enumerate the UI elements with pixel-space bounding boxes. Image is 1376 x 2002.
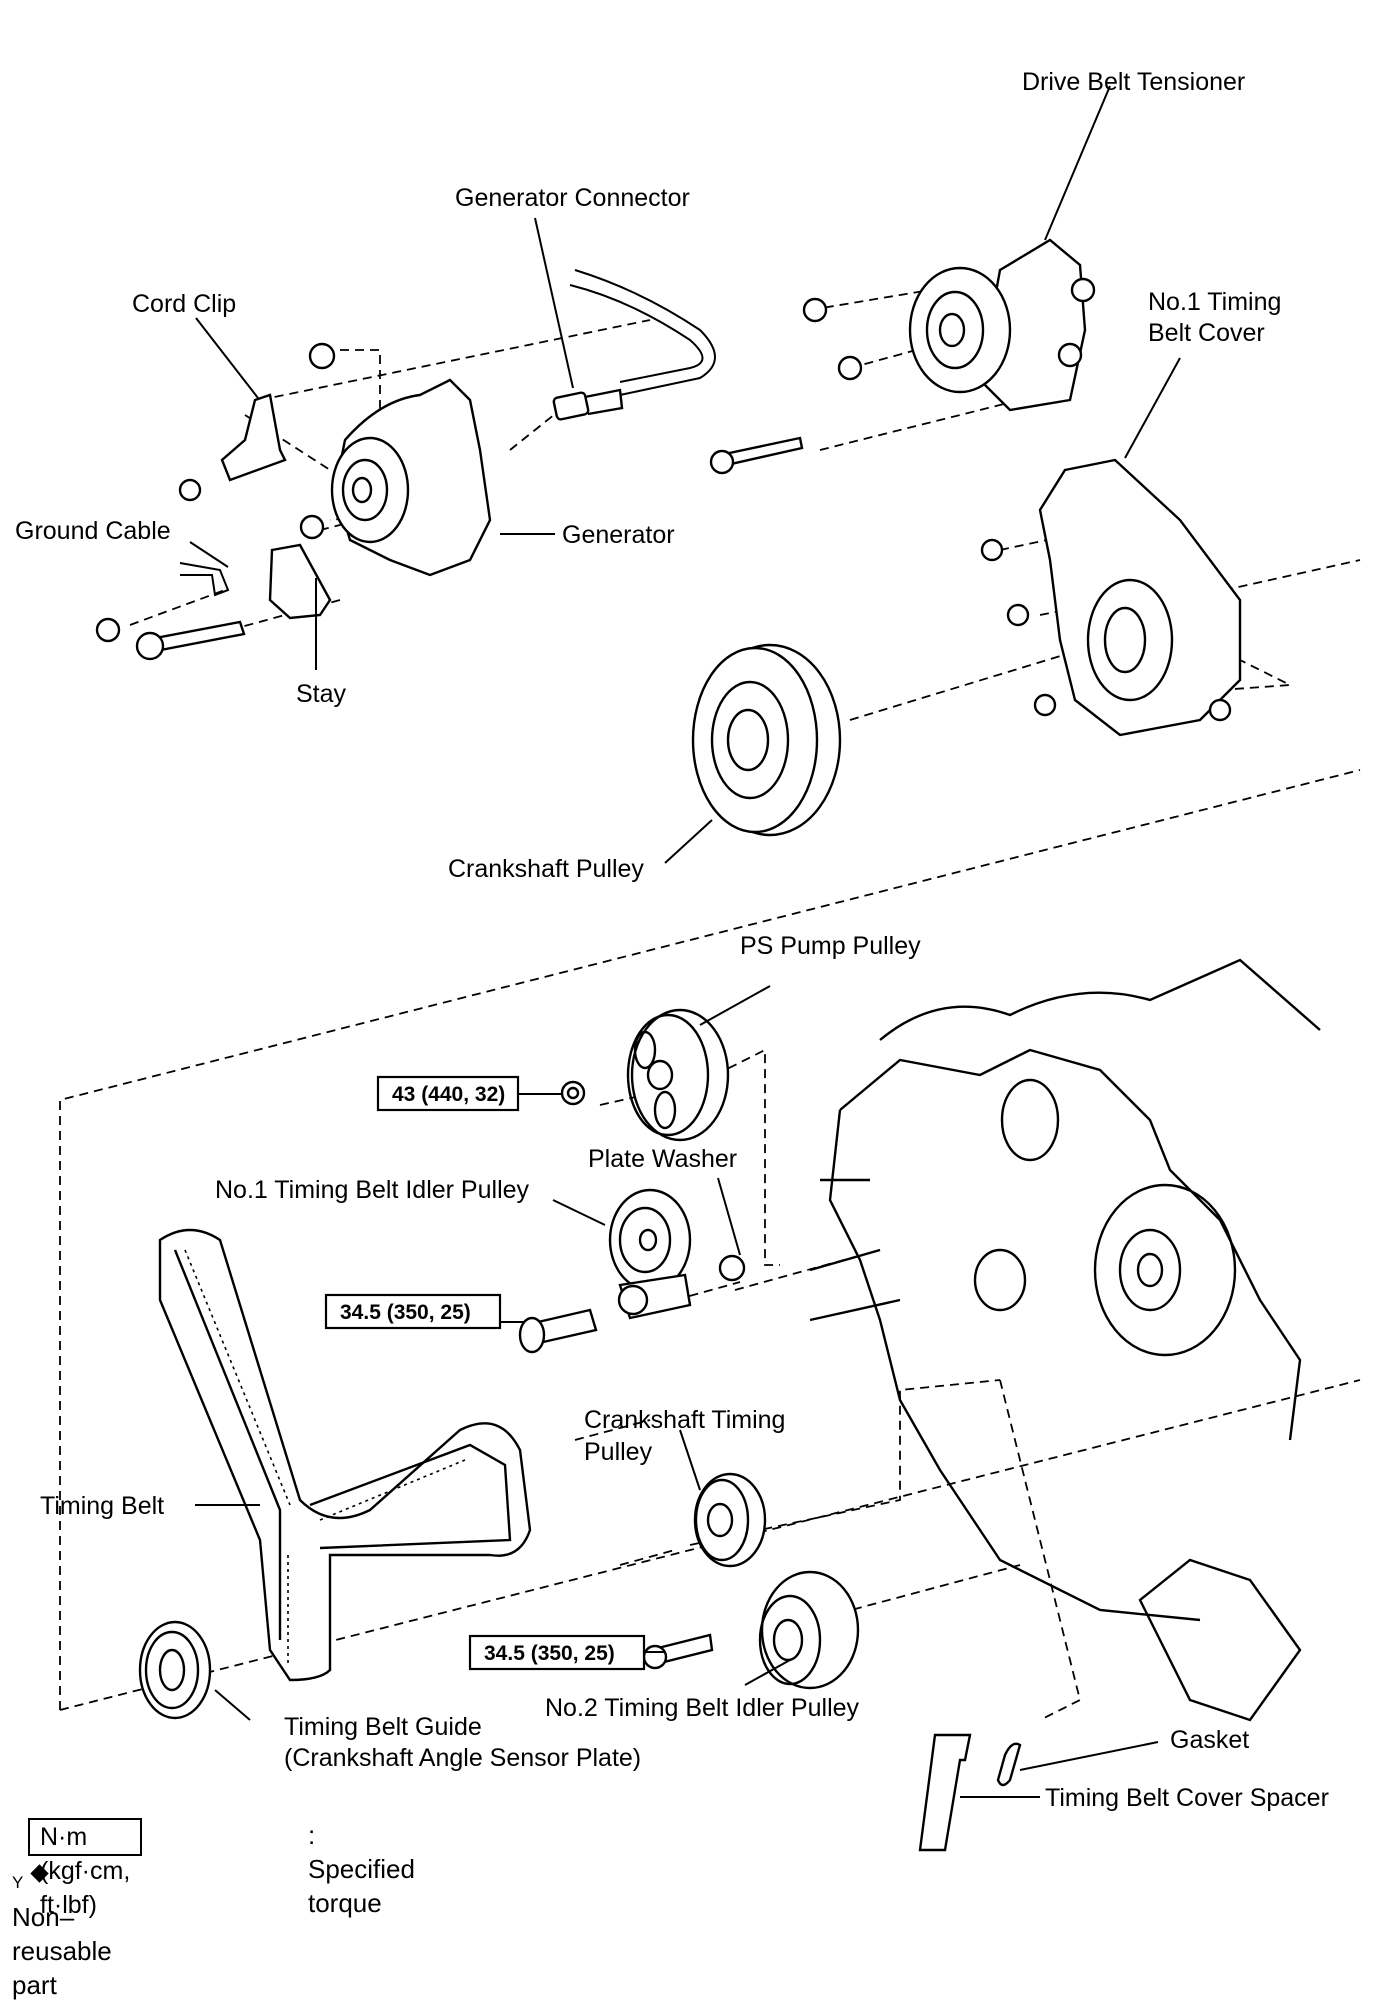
cord-clip-part xyxy=(178,393,287,502)
gasket-spacer-parts xyxy=(918,1733,1022,1852)
part-labels: Drive Belt Tensioner Generator Connector… xyxy=(15,68,1329,1812)
torque-value: 34.5 (350, 25) xyxy=(340,1301,471,1324)
ps-pump-pulley-part xyxy=(560,1008,730,1142)
label-generator-connector: Generator Connector xyxy=(455,184,690,212)
label-crankshaft-timing-pulley-1: Crankshaft Timing xyxy=(584,1406,785,1434)
timing-belt-guide-part xyxy=(138,1620,212,1720)
fasteners-tensioner xyxy=(709,297,863,475)
label-no1-timing-belt-cover-2: Belt Cover xyxy=(1148,319,1265,347)
leader-lines xyxy=(189,85,1181,1798)
label-no2-idler-pulley: No.2 Timing Belt Idler Pulley xyxy=(545,1694,860,1722)
torque-spec-no2-idler: 34.5 (350, 25) xyxy=(468,1634,646,1671)
corner-mark: Y xyxy=(12,1873,24,1892)
label-no1-timing-belt-cover-1: No.1 Timing xyxy=(1148,288,1281,316)
torque-spec-ps-pump: 43 (440, 32) xyxy=(376,1075,520,1112)
label-ground-cable: Ground Cable xyxy=(15,517,171,545)
label-plate-washer: Plate Washer xyxy=(588,1145,737,1173)
generator-part xyxy=(299,342,492,577)
label-timing-belt-guide-1: Timing Belt Guide xyxy=(284,1713,482,1741)
label-ps-pump-pulley: PS Pump Pulley xyxy=(740,932,921,960)
label-timing-belt: Timing Belt xyxy=(40,1492,164,1520)
ground-cable-stay-parts xyxy=(95,543,332,661)
crankshaft-pulley-part xyxy=(691,643,842,837)
label-timing-belt-guide-2: (Crankshaft Angle Sensor Plate) xyxy=(284,1744,641,1772)
engine-block xyxy=(809,958,1321,1722)
label-drive-belt-tensioner: Drive Belt Tensioner xyxy=(1022,68,1245,96)
label-timing-belt-cover-spacer: Timing Belt Cover Spacer xyxy=(1045,1784,1329,1812)
torque-unit-key: N·m (kgf·cm, ft·lbf) xyxy=(28,1818,143,1919)
torque-value: 43 (440, 32) xyxy=(392,1083,505,1106)
crankshaft-timing-pulley-part xyxy=(693,1472,767,1568)
label-cord-clip: Cord Clip xyxy=(132,290,236,318)
exploded-parts-diagram: Drive Belt Tensioner Generator Connector… xyxy=(15,68,1361,1852)
generator-connector-part xyxy=(552,269,716,421)
torque-value: 34.5 (350, 25) xyxy=(484,1642,615,1665)
label-gasket: Gasket xyxy=(1170,1726,1249,1754)
label-crankshaft-pulley: Crankshaft Pulley xyxy=(448,855,644,883)
drive-belt-tensioner-part xyxy=(908,238,1096,412)
no1-timing-belt-cover-part xyxy=(980,458,1242,737)
timing-belt-part xyxy=(158,1228,532,1682)
non-reusable-label: Non–reusable part xyxy=(12,1902,112,2000)
diamond-icon xyxy=(30,1864,50,1883)
no2-idler-pulley-part xyxy=(642,1570,860,1690)
label-stay: Stay xyxy=(296,680,347,708)
non-reusable-legend: Y Non–reusable part xyxy=(12,1856,112,2002)
no1-idler-pulley-part xyxy=(518,1188,746,1354)
torque-spec-no1-idler: 34.5 (350, 25) xyxy=(324,1293,502,1330)
label-generator: Generator xyxy=(562,521,675,549)
torque-unit-description: : Specified torque xyxy=(308,1820,415,1918)
label-crankshaft-timing-pulley-2: Pulley xyxy=(584,1438,653,1466)
label-no1-idler-pulley-text: No.1 Timing Belt Idler Pulley xyxy=(215,1176,530,1204)
